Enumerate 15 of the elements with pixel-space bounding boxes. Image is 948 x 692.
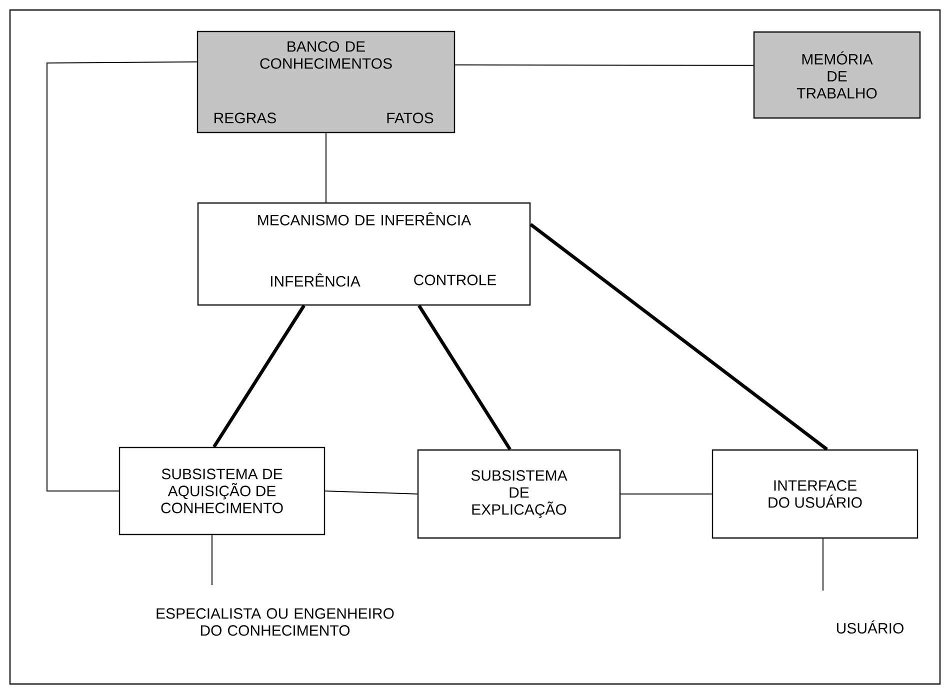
connector-line xyxy=(530,223,828,451)
connector-line xyxy=(324,490,418,494)
connector-line xyxy=(418,304,512,450)
subsystem-box: SUBSISTEMA DE AQUISIÇÃO DE CONHECIMENTO xyxy=(118,446,326,536)
connector-line xyxy=(822,538,824,592)
connector-line xyxy=(212,304,306,448)
interface-box: INTERFACE DO USUÁRIO xyxy=(712,449,918,539)
inference-engine-box: MECANISMO DE INFERÊNCIA INFERÊNCIA CONTROLE xyxy=(197,202,531,306)
connector-line xyxy=(46,61,198,492)
knowledge-base-box: BANCO DE CONHECIMENTOS REGRAS FATOS xyxy=(196,30,456,134)
working-memory-box: MEMÓRIA DE TRABALHO xyxy=(753,31,921,119)
subsystem-box: SUBSISTEMA DE EXPLICAÇÃO xyxy=(417,449,621,539)
connector-line xyxy=(454,64,754,66)
actor-label: USUÁRIO xyxy=(837,620,904,634)
actor-label: ESPECIALISTA OU ENGENHEIRO DO CONHECIMENTO xyxy=(156,608,394,636)
